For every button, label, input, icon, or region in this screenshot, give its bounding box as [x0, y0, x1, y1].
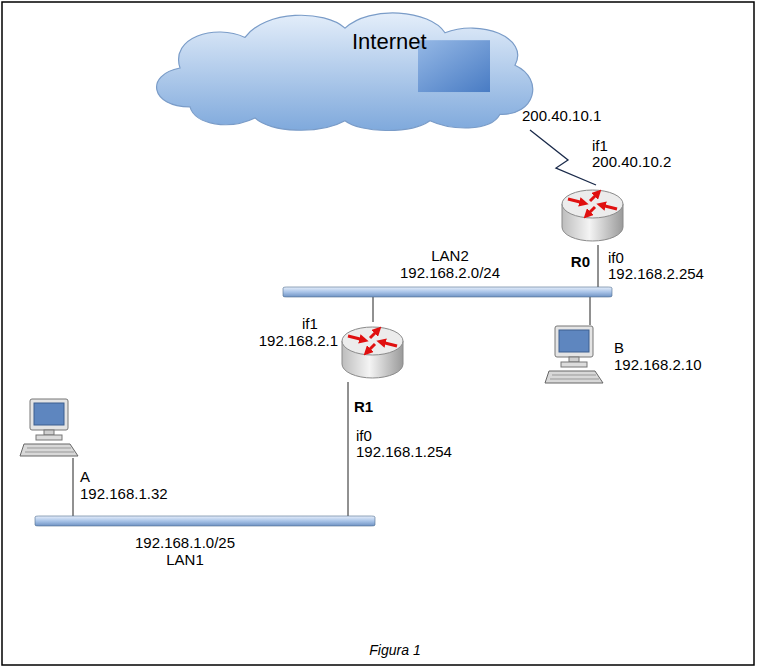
- node-label: B 192.168.2.10: [614, 339, 702, 373]
- lan-bar: [35, 516, 375, 526]
- lan-bar: [283, 287, 612, 297]
- internet-cloud: Internet: [130, 5, 545, 130]
- cloud-shape: [130, 5, 545, 130]
- figure-caption: Figura 1: [369, 642, 420, 658]
- router: R0: [560, 185, 625, 245]
- interface-address: 200.40.10.2: [592, 154, 671, 170]
- ethernet-link: [590, 297, 591, 325]
- interface-address: 192.168.2.1: [259, 333, 338, 349]
- node-label: LAN2 192.168.2.0/24: [400, 247, 500, 281]
- node-label: A 192.168.1.32: [80, 468, 168, 502]
- ethernet-link: [598, 245, 599, 287]
- interface-address: 192.168.2.254: [608, 266, 704, 282]
- interface-address: 200.40.10.1: [522, 108, 601, 124]
- router: R1: [340, 322, 405, 382]
- node-label: Internet: [352, 30, 427, 54]
- node-label: R1: [354, 398, 373, 415]
- ethernet-link: [73, 458, 74, 516]
- ethernet-link: [348, 382, 349, 516]
- ethernet-link: [373, 297, 374, 322]
- computer-icon: [545, 325, 610, 385]
- interface-address: 192.168.1.254: [356, 444, 452, 460]
- interface-address: if1: [592, 138, 608, 154]
- interface-address: if0: [608, 250, 624, 266]
- node-label: R0: [571, 253, 590, 270]
- node-label: 192.168.1.0/25 LAN1: [135, 534, 235, 568]
- interface-address: if0: [356, 428, 372, 444]
- computer-icon: [20, 398, 85, 458]
- host-computer: B 192.168.2.10: [545, 325, 610, 385]
- router-icon: [340, 322, 405, 382]
- host-computer: A 192.168.1.32: [20, 398, 85, 458]
- lan-segment: 192.168.1.0/25 LAN1: [35, 516, 375, 526]
- lan-segment: LAN2 192.168.2.0/24: [283, 287, 612, 297]
- interface-address: if1: [302, 316, 318, 332]
- router-icon: [560, 185, 625, 245]
- serial-link: [530, 130, 596, 185]
